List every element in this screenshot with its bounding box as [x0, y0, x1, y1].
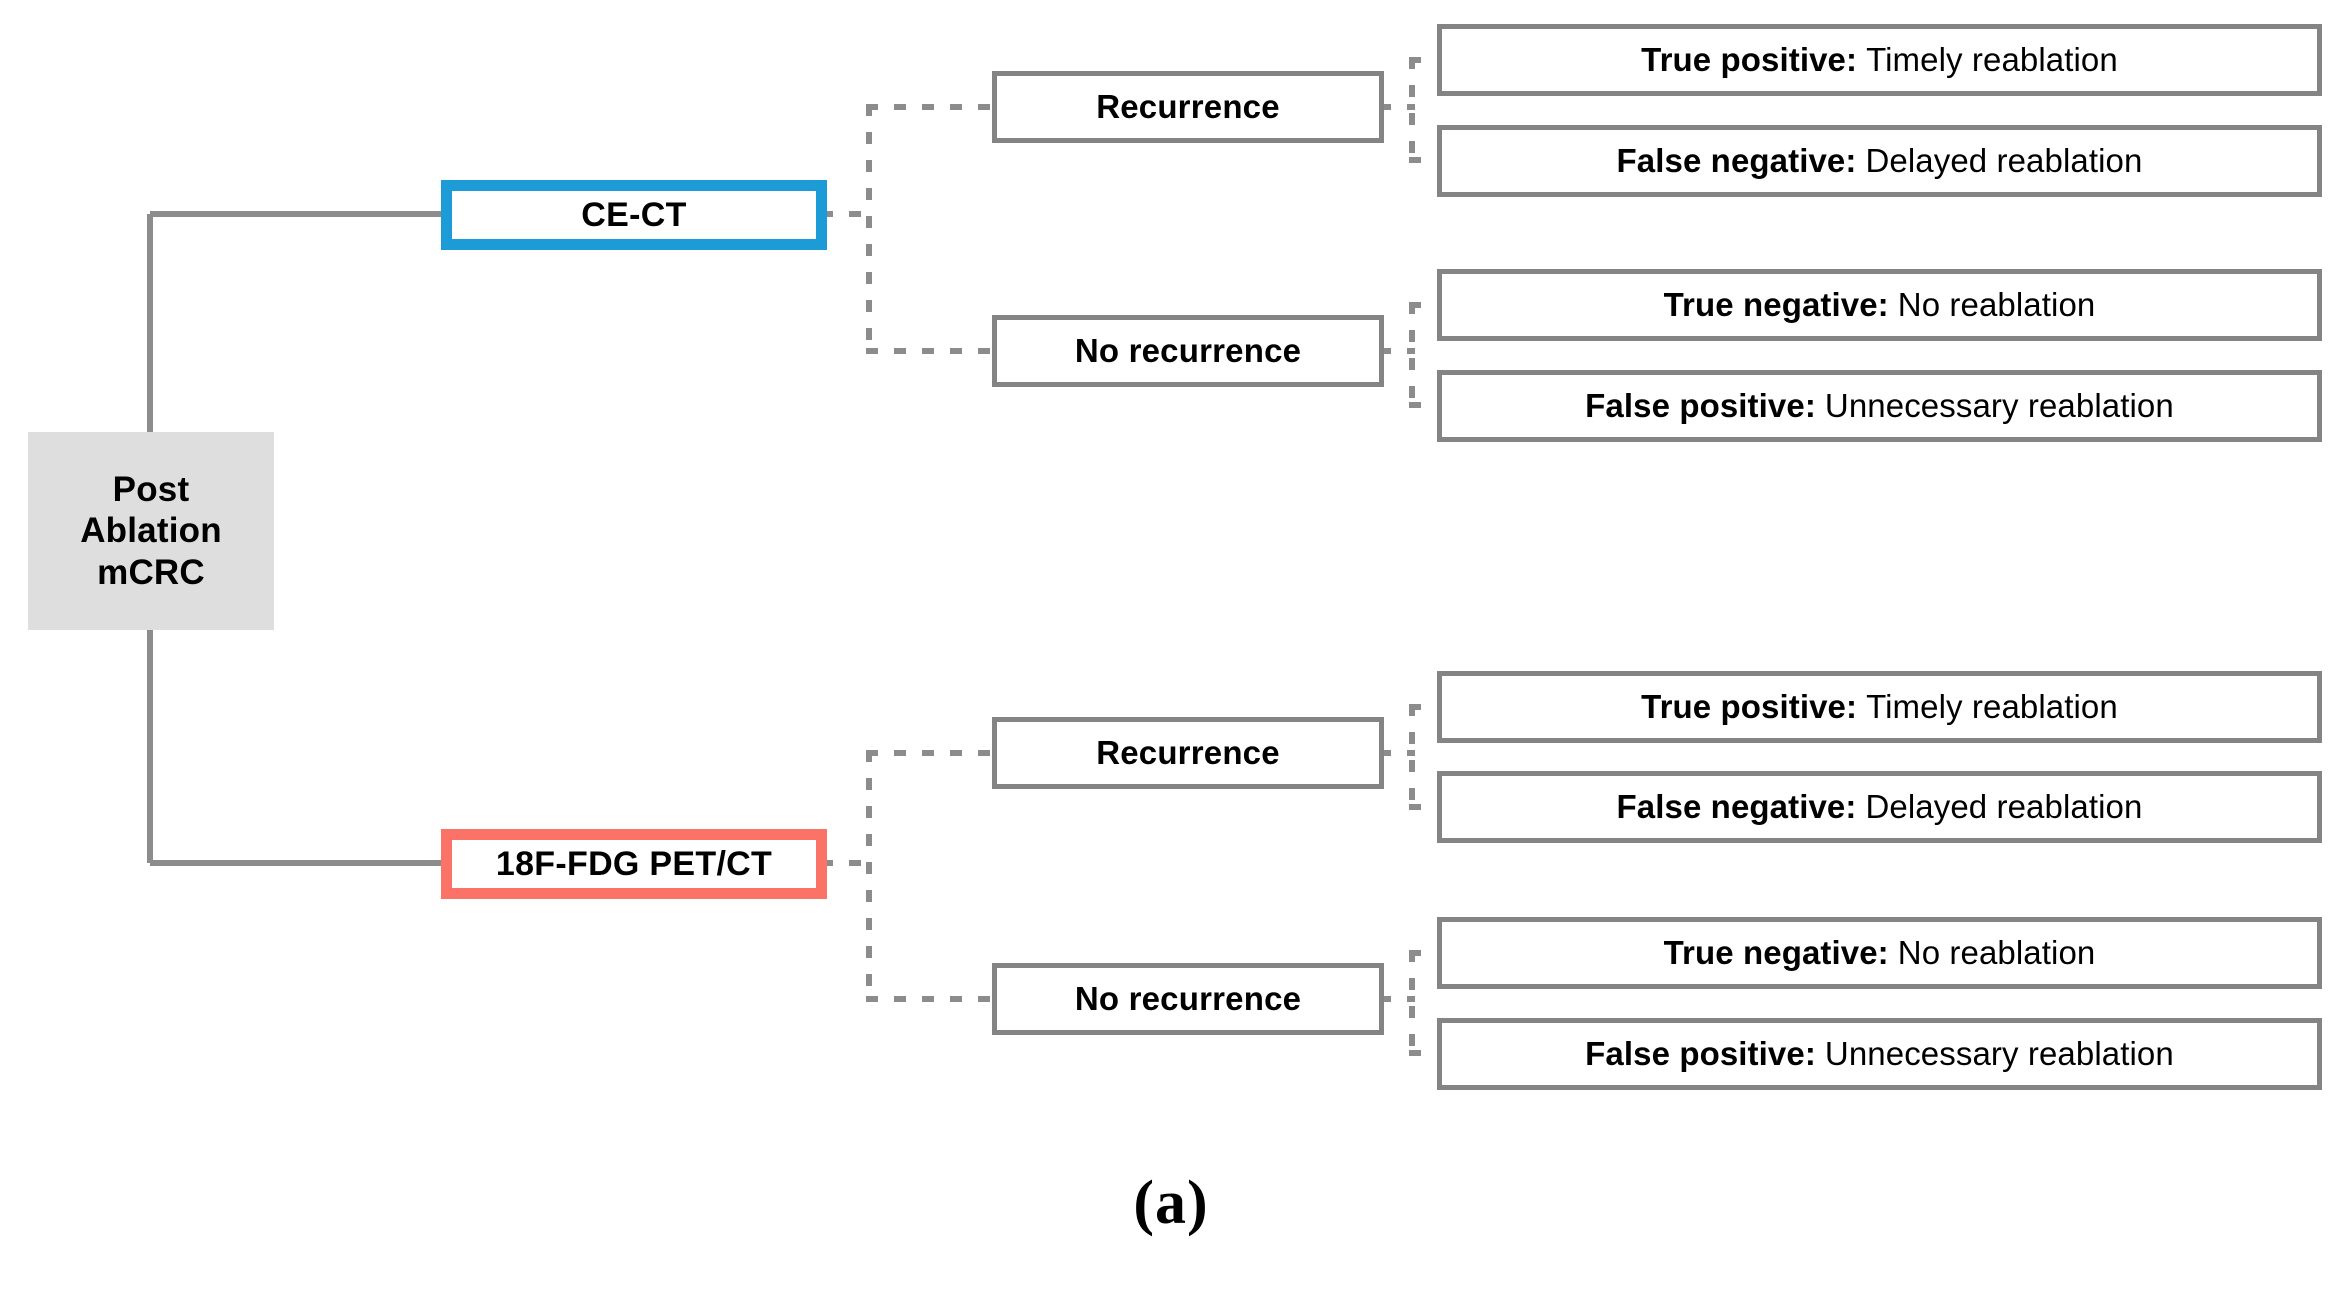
- node-outcome-fp-cect[interactable]: False positive: Unnecessary reablation: [1437, 370, 2322, 442]
- node-recurrence-petct[interactable]: Recurrence: [992, 717, 1384, 789]
- outcome-fn-cect-tail: Delayed reablation: [1865, 141, 2143, 179]
- node-outcome-fp-petct[interactable]: False positive: Unnecessary reablation: [1437, 1018, 2322, 1090]
- outcome-tn-petct-lead: True negative:: [1663, 933, 1889, 971]
- node-recurrence-cect-label: Recurrence: [1096, 87, 1280, 125]
- outcome-tn-petct-tail: No reablation: [1897, 933, 2096, 971]
- outcome-fn-petct-lead: False negative:: [1616, 787, 1857, 825]
- node-outcome-tp-petct[interactable]: True positive: Timely reablation: [1437, 671, 2322, 743]
- outcome-fp-petct-lead: False positive:: [1585, 1034, 1816, 1072]
- node-no-recurrence-cect-label: No recurrence: [1074, 331, 1302, 369]
- figure-caption: (a): [1133, 1169, 1209, 1237]
- outcome-tp-petct-tail: Timely reablation: [1866, 687, 2118, 725]
- node-recurrence-petct-label: Recurrence: [1096, 733, 1280, 771]
- outcome-fp-cect-lead: False positive:: [1585, 386, 1816, 424]
- outcome-fn-petct-tail: Delayed reablation: [1865, 787, 2143, 825]
- root-line-1: Post: [112, 470, 190, 510]
- outcome-fn-cect-lead: False negative:: [1616, 141, 1857, 179]
- outcome-fp-petct-tail: Unnecessary reablation: [1824, 1034, 2174, 1072]
- node-no-recurrence-petct-label: No recurrence: [1074, 979, 1302, 1017]
- node-post-ablation-mcrc[interactable]: Post Ablation mCRC: [28, 432, 274, 630]
- node-petct[interactable]: 18F-FDG PET/CT: [441, 829, 827, 899]
- node-cect-label: CE-CT: [581, 195, 687, 234]
- node-outcome-tp-cect[interactable]: True positive: Timely reablation: [1437, 24, 2322, 96]
- node-no-recurrence-cect[interactable]: No recurrence: [992, 315, 1384, 387]
- root-line-2: Ablation: [80, 511, 222, 551]
- outcome-tn-cect-lead: True negative:: [1663, 285, 1889, 323]
- outcome-tp-petct-lead: True positive:: [1641, 687, 1858, 725]
- node-recurrence-cect[interactable]: Recurrence: [992, 71, 1384, 143]
- outcome-tn-cect-tail: No reablation: [1897, 285, 2096, 323]
- node-outcome-tn-petct[interactable]: True negative: No reablation: [1437, 917, 2322, 989]
- outcome-tp-cect-lead: True positive:: [1641, 40, 1858, 78]
- outcome-fp-cect-tail: Unnecessary reablation: [1824, 386, 2174, 424]
- node-no-recurrence-petct[interactable]: No recurrence: [992, 963, 1384, 1035]
- node-petct-label: 18F-FDG PET/CT: [495, 844, 773, 883]
- node-outcome-tn-cect[interactable]: True negative: No reablation: [1437, 269, 2322, 341]
- root-line-3: mCRC: [97, 552, 205, 592]
- node-outcome-fn-petct[interactable]: False negative: Delayed reablation: [1437, 771, 2322, 843]
- outcome-tp-cect-tail: Timely reablation: [1866, 40, 2118, 78]
- node-outcome-fn-cect[interactable]: False negative: Delayed reablation: [1437, 125, 2322, 197]
- node-cect[interactable]: CE-CT: [441, 180, 827, 250]
